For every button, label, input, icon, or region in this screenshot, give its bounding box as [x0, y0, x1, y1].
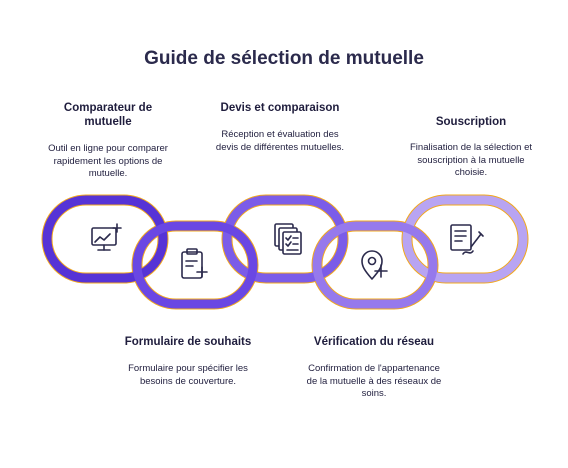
- step-devis-title: Devis et comparaison: [220, 102, 340, 114]
- documents-checklist-icon: [274, 223, 302, 255]
- step-souscription-text: Souscription Finalisation de la sélectio…: [403, 115, 539, 180]
- diagram-title: Guide de sélection de mutuelle: [144, 48, 424, 69]
- monitor-chart-icon: [91, 223, 122, 251]
- step-souscription-title: Souscription: [435, 116, 507, 128]
- link-souscription: [402, 195, 528, 283]
- step-verification-text: Vérification du réseau Confirmation de l…: [305, 335, 443, 401]
- step-verification-description: Confirmation de l'appartenance de la mut…: [306, 363, 442, 399]
- step-formulaire-title: Formulaire de souhaits: [124, 336, 252, 348]
- step-devis-text: Devis et comparaison Réception et évalua…: [215, 101, 345, 154]
- step-comparateur-title: Comparateur de mutuelle: [63, 102, 153, 128]
- link-devis: [222, 195, 348, 283]
- step-souscription-description: Finalisation de la sélection et souscrip…: [410, 142, 532, 178]
- link-comparateur: [42, 195, 168, 283]
- step-comparateur-text: Comparateur de mutuelle Outil en ligne p…: [48, 101, 168, 181]
- step-formulaire-description: Formulaire pour spécifier les besoins de…: [128, 363, 248, 387]
- link-verification: [312, 221, 438, 309]
- link-formulaire: [132, 221, 258, 309]
- step-formulaire-text: Formulaire de souhaits Formulaire pour s…: [118, 335, 258, 388]
- step-verification-title: Vérification du réseau: [313, 336, 435, 348]
- step-devis-description: Réception et évaluation des devis de dif…: [215, 129, 345, 153]
- document-signature-icon: [450, 224, 484, 255]
- location-plus-icon: [361, 250, 388, 280]
- step-comparateur-description: Outil en ligne pour comparer rapidement …: [48, 143, 168, 179]
- clipboard-plus-icon: [181, 248, 208, 279]
